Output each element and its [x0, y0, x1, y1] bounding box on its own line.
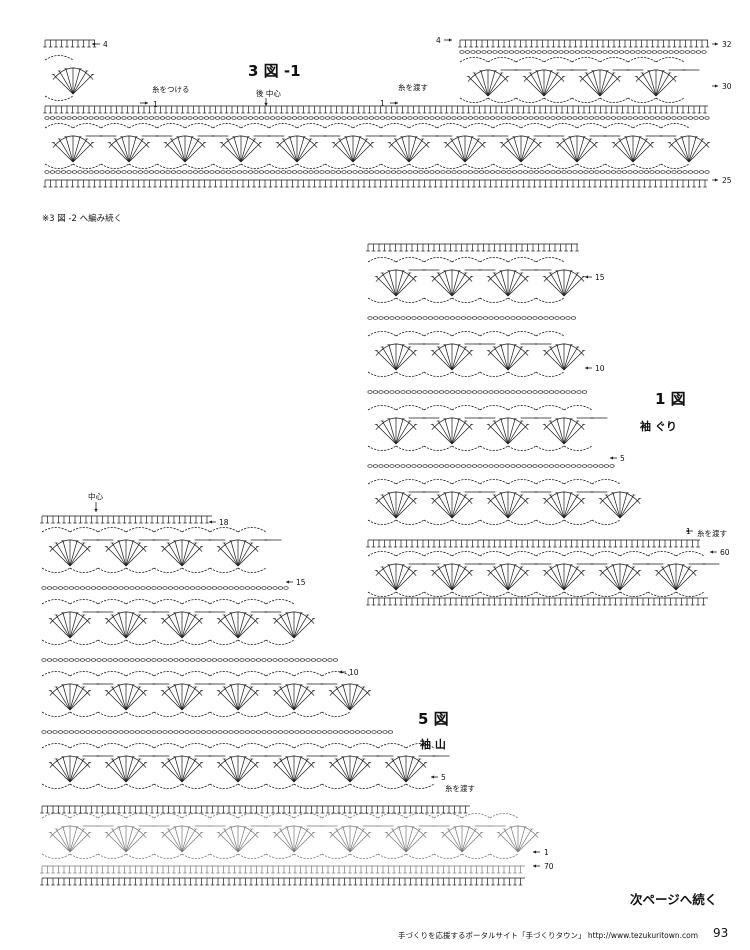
row-label: 1 — [544, 848, 549, 857]
chart-5 — [40, 515, 540, 886]
row-label: 1 — [380, 99, 385, 108]
diagram-3-1-center-label: 後 中心 — [256, 89, 281, 98]
row-label: 4 — [436, 36, 441, 45]
row-label: 25 — [722, 176, 732, 185]
diagram-5-subtitle: 袖 山 — [420, 738, 446, 751]
row-label: 60 — [720, 548, 730, 557]
row-label: 4 — [103, 40, 108, 49]
chart-1 — [366, 243, 720, 606]
diagram-1-pass-label: 糸を渡す — [697, 529, 727, 538]
chart-3-1 — [43, 39, 711, 188]
diagram-1-title: 1 図 — [655, 390, 686, 408]
diagram-3-1-title: 3 図 -1 — [248, 62, 301, 80]
diagram-3-1-pass-label: 糸を渡す — [398, 83, 428, 92]
next-page-note: 次ページへ続く — [630, 892, 718, 907]
diagram-3-1-attach-label: 糸をつける — [152, 85, 190, 94]
diagram-5-pass-label: 糸を渡す — [445, 784, 475, 793]
row-label: 15 — [595, 273, 605, 282]
row-label: 10 — [349, 668, 359, 677]
row-label: 70 — [544, 862, 554, 871]
footer-site-text: 手づくりを応援するポータルサイト「手づくりタウン」 http://www.tez… — [398, 931, 699, 940]
row-label: 5 — [620, 454, 625, 463]
row-label: 32 — [722, 40, 732, 49]
row-label: 1 — [686, 527, 691, 536]
page-number: 93 — [713, 926, 729, 940]
row-label: 1 — [153, 100, 158, 109]
diagram-5-title: 5 図 — [418, 710, 449, 728]
row-label: 5 — [441, 773, 446, 782]
diagram-5-center-label: 中心 — [88, 492, 103, 501]
row-label: 30 — [722, 82, 732, 91]
row-arrows — [92, 38, 718, 868]
diagram-1-subtitle: 袖 ぐり — [640, 420, 677, 433]
row-label: 10 — [595, 364, 605, 373]
row-label: 15 — [296, 578, 306, 587]
row-label: 18 — [219, 518, 229, 527]
continue-note: ※3 図 -2 へ編み続く — [42, 214, 123, 224]
